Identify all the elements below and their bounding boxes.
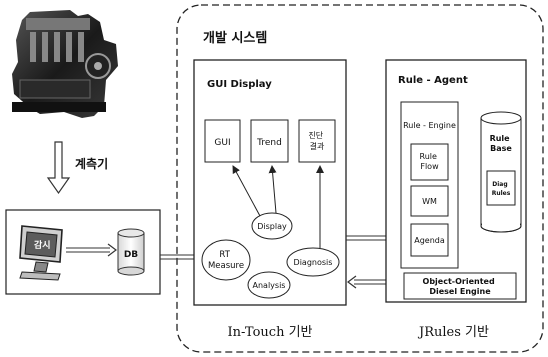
jrules-label: JRules 기반 <box>417 325 489 340</box>
object-engine-box <box>403 272 517 300</box>
display-to-trend-arrow <box>268 165 277 214</box>
display-to-gui-arrow <box>232 165 261 217</box>
agenda-box <box>410 223 449 257</box>
monitor-label: 감시 <box>34 239 51 251</box>
diagnosis-ellipse <box>286 247 340 277</box>
diagnosis-label: Diagnosis <box>294 258 333 267</box>
rule-agent-title: Rule - Agent <box>398 75 468 86</box>
trend-box-label: Trend <box>256 138 282 148</box>
analysis-ellipse <box>247 271 291 299</box>
monitor-icon <box>19 225 63 281</box>
in-touch-label: In-Touch 기반 <box>227 325 312 340</box>
diagnosis-result-box <box>298 119 336 163</box>
diag-rules-box <box>486 170 516 206</box>
display-ellipse <box>251 212 293 240</box>
rt-measure-label: RT Measure <box>208 250 244 271</box>
agenda-label: Agenda <box>414 236 445 245</box>
rule-engine-label: Rule - Engine <box>403 121 456 130</box>
down-arrow <box>46 141 71 195</box>
rt-measure-ellipse <box>201 239 251 281</box>
rule-flow-box <box>410 143 449 181</box>
db-cylinder <box>117 228 145 276</box>
object-engine-label: Object-Oriented Diesel Engine <box>423 277 498 296</box>
gui-box-label: GUI <box>214 138 230 148</box>
db-label: DB <box>124 250 138 260</box>
sensor-label: 계측기 <box>75 156 108 171</box>
wm-label: WM <box>422 197 437 206</box>
diesel-engine-image <box>12 10 118 118</box>
rule-base-label: Rule Base <box>490 134 513 153</box>
monitor-to-db-arrow <box>107 243 117 257</box>
dev-system-boundary <box>176 4 544 353</box>
diagnosis-result-label: 진단 결과 <box>308 130 325 151</box>
gui-box <box>204 119 241 163</box>
trend-box <box>250 119 289 163</box>
gui-display-title: GUI Display <box>207 79 272 90</box>
diag-rules-label: Diag Rules <box>492 181 511 197</box>
display-label: Display <box>257 222 287 231</box>
wm-box <box>410 185 449 217</box>
rule-flow-label: Rule Flow <box>420 152 440 171</box>
analysis-label: Analysis <box>253 281 286 290</box>
dev-system-title: 개발 시스템 <box>203 30 267 46</box>
